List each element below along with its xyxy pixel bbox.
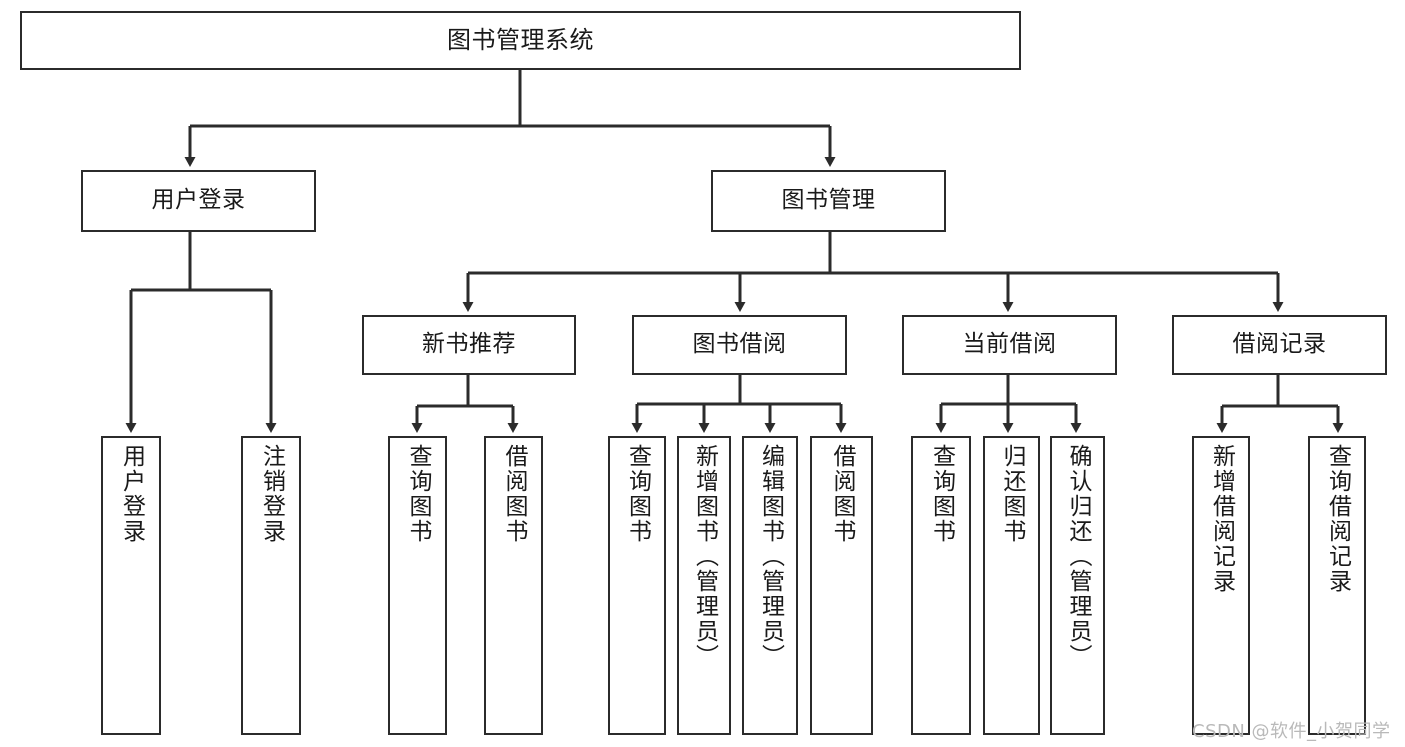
node-book-borrow[interactable]: 图书借阅: [632, 315, 847, 375]
node-label: 借阅图书: [501, 444, 527, 544]
node-label: 新书推荐: [422, 331, 516, 358]
node-label: 当前借阅: [962, 331, 1057, 358]
node-label: 查询图书: [405, 444, 431, 544]
node-user-login[interactable]: 用户登录: [81, 170, 316, 232]
node-new-book-recommend[interactable]: 新书推荐: [362, 315, 576, 375]
node-label: 查询图书: [928, 444, 955, 544]
node-label: 查询借阅记录: [1324, 444, 1351, 594]
leaf-recommend-borrow-book[interactable]: 借阅图书: [484, 436, 543, 735]
leaf-borrow-borrow-book[interactable]: 借阅图书: [810, 436, 873, 735]
leaf-user-login-login[interactable]: 用户登录: [101, 436, 161, 735]
node-label: 用户登录: [118, 444, 145, 544]
node-label: 新增图书（管理员）: [691, 444, 718, 669]
leaf-borrow-edit-book-admin[interactable]: 编辑图书（管理员）: [742, 436, 798, 735]
node-current-borrow[interactable]: 当前借阅: [902, 315, 1117, 375]
node-label: 确认归还（管理员）: [1065, 444, 1091, 669]
node-label: 编辑图书（管理员）: [757, 444, 784, 669]
node-borrow-record[interactable]: 借阅记录: [1172, 315, 1387, 375]
leaf-recommend-query-book[interactable]: 查询图书: [388, 436, 447, 735]
node-label: 图书管理系统: [447, 26, 594, 55]
watermark-text: CSDN @软件_小贺同学: [1192, 721, 1391, 742]
leaf-user-login-logout[interactable]: 注销登录: [241, 436, 301, 735]
node-label: 查询图书: [624, 444, 651, 544]
node-label: 图书借阅: [692, 331, 787, 358]
node-book-management[interactable]: 图书管理: [711, 170, 946, 232]
node-label: 归还图书: [999, 444, 1025, 544]
node-label: 用户登录: [151, 187, 246, 214]
node-label: 新增借阅记录: [1208, 444, 1235, 594]
leaf-current-query-book[interactable]: 查询图书: [911, 436, 971, 735]
node-label: 图书管理: [781, 187, 876, 214]
node-label: 借阅记录: [1232, 331, 1327, 358]
leaf-record-query-record[interactable]: 查询借阅记录: [1308, 436, 1366, 735]
leaf-current-confirm-return-admin[interactable]: 确认归还（管理员）: [1050, 436, 1105, 735]
leaf-record-add-record[interactable]: 新增借阅记录: [1192, 436, 1250, 735]
node-label: 注销登录: [258, 444, 285, 544]
node-label: 借阅图书: [829, 444, 855, 544]
leaf-current-return-book[interactable]: 归还图书: [983, 436, 1040, 735]
leaf-borrow-query-book[interactable]: 查询图书: [608, 436, 666, 735]
leaf-borrow-add-book-admin[interactable]: 新增图书（管理员）: [677, 436, 731, 735]
node-root-system[interactable]: 图书管理系统: [20, 11, 1021, 70]
